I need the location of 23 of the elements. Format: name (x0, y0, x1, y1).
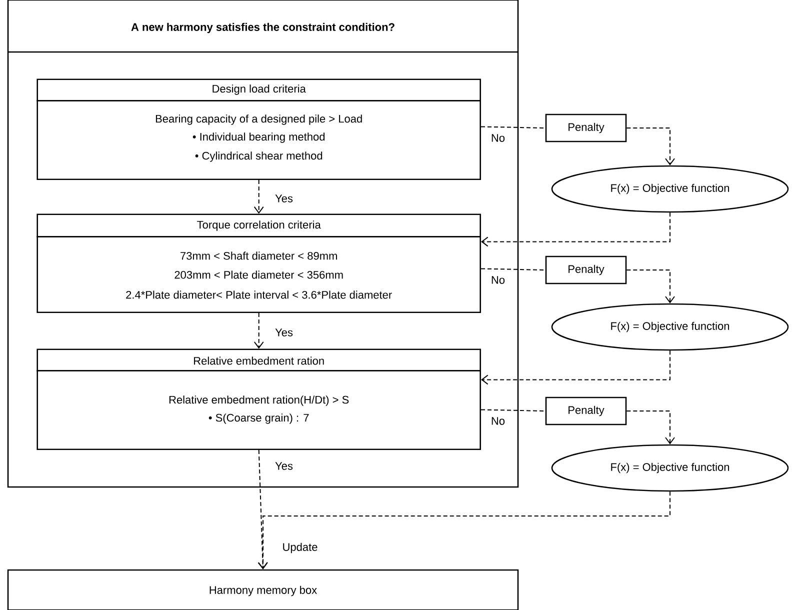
memory-box: Harmony memory box (7, 569, 519, 610)
penalty-box: Penalty (545, 396, 627, 426)
arrow (258, 450, 268, 570)
criteria-box: Torque correlation criteria 73mm < Shaft diameter < 89mm 203mm < Plate diameter < 356mm 2.4*Plate diameter< Plate interval < 3.6*Plate diameter (36, 214, 481, 313)
edge-label: No (490, 416, 506, 426)
edge-label: Yes (274, 461, 294, 471)
edge-label: No (490, 275, 506, 285)
arrow (258, 491, 670, 570)
arrow (254, 180, 264, 214)
criteria-box: Relative embedment ration Relative embedment ration(H/Dt) > S • S(Coarse grain) : 7 (36, 348, 481, 450)
arrow (626, 270, 675, 304)
edge-label: No (490, 133, 506, 143)
penalty-box: Penalty (545, 256, 627, 284)
arrow (254, 312, 264, 349)
arrow (481, 212, 670, 247)
edge-label: Yes (274, 194, 294, 204)
arrow (481, 350, 670, 385)
criteria-box: Design load criteria Bearing capacity of a designed pile > Load • Individual bearing method • Cylindrical shear method (36, 78, 481, 180)
penalty-box: Penalty (545, 114, 627, 142)
arrow (626, 410, 675, 444)
edge-label: Yes (274, 328, 294, 338)
arrow (626, 128, 675, 166)
edge-label: Update (281, 542, 319, 554)
